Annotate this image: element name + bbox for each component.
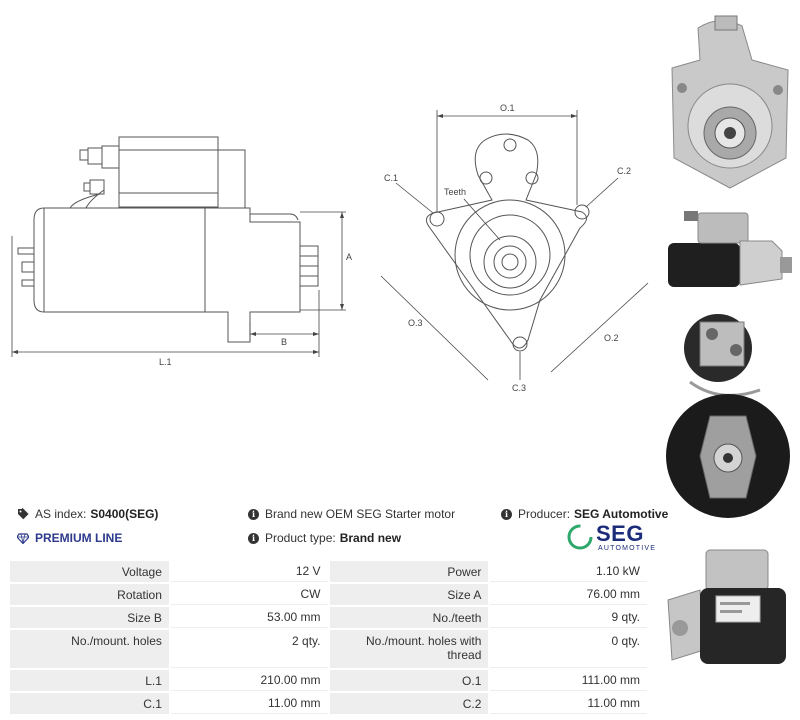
spec-value: 11.00 mm	[490, 693, 647, 714]
diamond-icon	[17, 532, 29, 544]
spec-key: No./mount. holes	[10, 630, 169, 668]
product-photo-side[interactable]	[660, 205, 795, 297]
dim-label-b: B	[281, 337, 287, 347]
producer-label: Producer:	[518, 507, 571, 521]
spec-key: C.2	[329, 693, 489, 714]
description: i Brand new OEM SEG Starter motor	[248, 507, 455, 521]
spec-value: 76.00 mm	[490, 584, 647, 605]
tag-icon	[18, 508, 29, 520]
spec-key: Size B	[10, 607, 169, 628]
seg-ring-icon	[567, 524, 593, 550]
spec-key: Rotation	[10, 584, 169, 605]
spec-value: 1.10 kW	[490, 561, 647, 582]
spec-value: 111.00 mm	[490, 670, 647, 691]
product-type-value: Brand new	[339, 531, 402, 545]
as-index: AS index: S0400(SEG)	[17, 507, 158, 521]
info-icon: i	[248, 532, 259, 544]
dim-label-o1: O.1	[500, 103, 515, 113]
spec-value: 9 qty.	[490, 607, 647, 628]
dim-label-c1: C.1	[384, 173, 398, 183]
dim-label-o3: O.3	[408, 318, 423, 328]
dim-label-a: A	[346, 252, 352, 262]
dim-label-c2: C.2	[617, 166, 631, 176]
table-row: No./mount. holes 2 qty. No./mount. holes…	[10, 630, 647, 668]
side-view-drawing	[17, 136, 319, 343]
spec-value: 12 V	[170, 561, 328, 582]
spec-value: 2 qty.	[170, 630, 328, 668]
description-text: Brand new OEM SEG Starter motor	[265, 507, 456, 521]
spec-value: 0 qty.	[490, 630, 647, 668]
spec-key: L.1	[10, 670, 169, 691]
spec-key: Size A	[329, 584, 489, 605]
producer: i Producer: SEG Automotive	[501, 507, 668, 521]
table-row: Size B 53.00 mm No./teeth 9 qty.	[10, 607, 647, 628]
premium-line-label: PREMIUM LINE	[35, 531, 123, 545]
table-row: Voltage 12 V Power 1.10 kW	[10, 561, 647, 582]
spec-key: Voltage	[10, 561, 169, 582]
product-type: i Product type: Brand new	[248, 531, 401, 545]
table-row: L.1 210.00 mm O.1 111.00 mm	[10, 670, 647, 691]
spec-value: 53.00 mm	[170, 607, 328, 628]
spec-value: 210.00 mm	[170, 670, 328, 691]
dim-label-teeth: Teeth	[444, 187, 466, 197]
spec-key: O.1	[329, 670, 489, 691]
logo-name: SEG	[596, 521, 644, 546]
premium-line-badge: PREMIUM LINE	[17, 531, 122, 545]
seg-automotive-logo: SEG AUTOMOTIVE	[566, 521, 655, 553]
dim-label-c3: C.3	[512, 383, 526, 393]
as-index-value: S0400(SEG)	[90, 507, 159, 521]
spec-value: CW	[170, 584, 328, 605]
spec-table: Voltage 12 V Power 1.10 kW Rotation CW S…	[8, 559, 649, 716]
product-photo-angle[interactable]	[660, 540, 795, 715]
info-icon: i	[248, 508, 259, 520]
product-photo-gallery	[655, 0, 800, 720]
dim-label-o2: O.2	[604, 333, 619, 343]
front-view-drawing	[425, 133, 590, 352]
product-photo-rear[interactable]	[660, 308, 795, 523]
spec-value: 11.00 mm	[170, 693, 328, 714]
dim-label-l1: L.1	[159, 357, 172, 367]
spec-key: Power	[329, 561, 489, 582]
as-index-label: AS index:	[35, 507, 87, 521]
info-icon: i	[501, 508, 512, 520]
product-type-label: Product type:	[265, 531, 336, 545]
logo-subtitle: AUTOMOTIVE	[598, 545, 657, 552]
producer-value: SEG Automotive	[574, 507, 669, 521]
technical-drawings: A B L.1 O.1 O.2 O.3 C.1 C.2 C.3 Teeth	[11, 103, 649, 393]
spec-key: C.1	[10, 693, 169, 714]
spec-key: No./teeth	[329, 607, 489, 628]
spec-key: No./mount. holes with thread	[329, 630, 489, 668]
table-row: C.1 11.00 mm C.2 11.00 mm	[10, 693, 647, 714]
product-photo-front[interactable]	[660, 8, 795, 198]
table-row: Rotation CW Size A 76.00 mm	[10, 584, 647, 605]
